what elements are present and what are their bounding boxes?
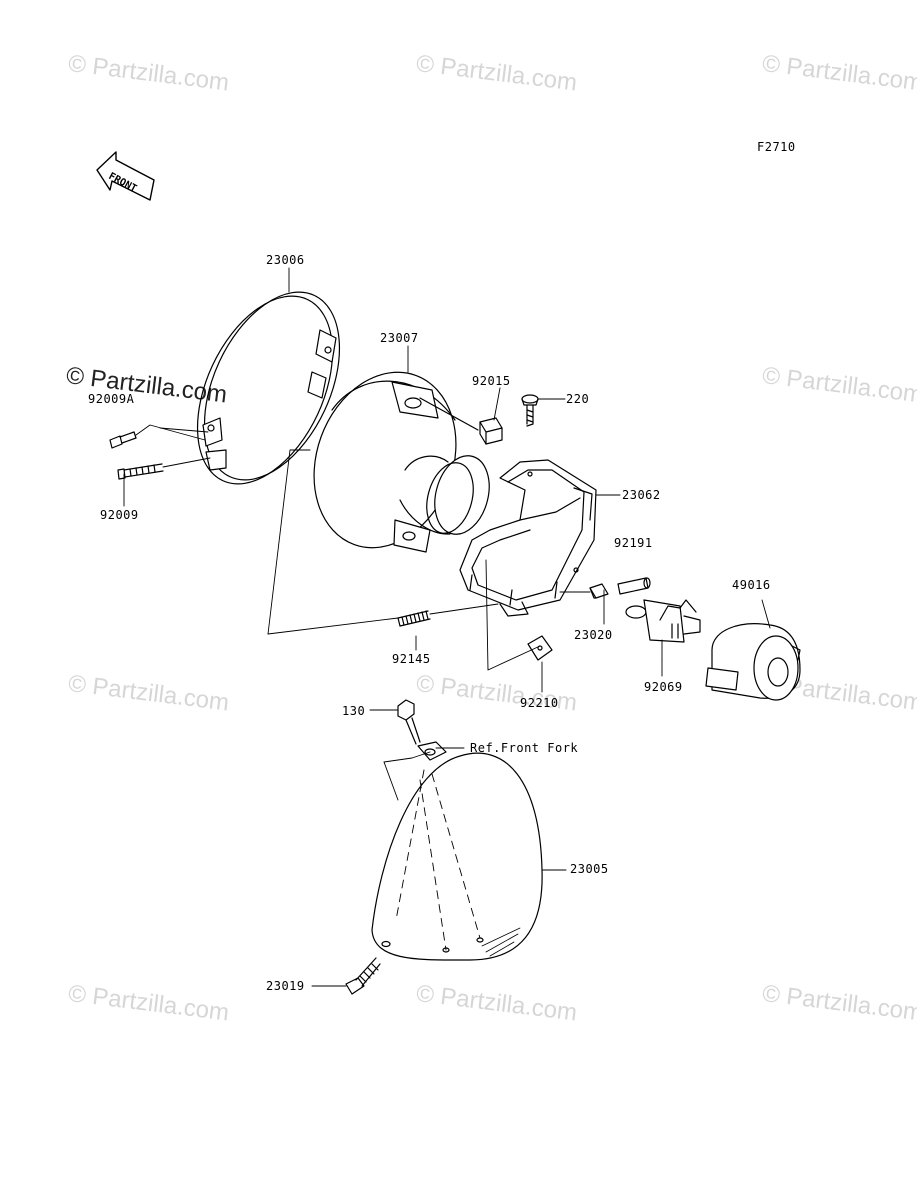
part-23005-shell — [371, 752, 567, 961]
part-label-92210: 92210 — [520, 696, 559, 710]
part-label-92145: 92145 — [392, 652, 431, 666]
front-arrow-icon: FRONT — [96, 151, 155, 201]
part-label-23006: 23006 — [266, 253, 305, 267]
part-92009A-screw — [109, 424, 206, 449]
part-92069-bulb — [625, 599, 701, 661]
dashed-lines — [395, 769, 481, 951]
part-92015-nut — [479, 417, 503, 445]
reference-note: Ref.Front Fork — [470, 741, 579, 755]
part-130-bolt — [397, 699, 447, 761]
part-label-220: 220 — [566, 392, 590, 406]
part-23020-clip — [559, 583, 609, 599]
part-label-49016: 49016 — [732, 578, 771, 592]
part-92009-screw — [117, 457, 211, 480]
part-label-92069: 92069 — [644, 680, 683, 694]
part-label-23005: 23005 — [570, 862, 609, 876]
part-label-92009: 92009 — [100, 508, 139, 522]
part-label-23020: 23020 — [574, 628, 613, 642]
part-label-92009A: 92009A — [88, 392, 135, 406]
part-23006-rim — [196, 291, 341, 485]
part-label-92015: 92015 — [472, 374, 511, 388]
part-label-92191: 92191 — [614, 536, 653, 550]
leader-lines — [123, 267, 663, 801]
part-23019-screw — [311, 957, 381, 995]
part-220-screw — [521, 394, 566, 427]
part-92145-spring — [397, 610, 431, 627]
figure-code: F2710 — [757, 140, 796, 154]
part-label-130: 130 — [342, 704, 366, 718]
part-49016-cap — [705, 599, 801, 701]
part-23062-bracket — [459, 459, 621, 617]
part-92210-plate — [527, 635, 553, 661]
part-label-23019: 23019 — [266, 979, 305, 993]
part-label-23062: 23062 — [622, 488, 661, 502]
part-92191-pin — [617, 577, 651, 595]
part-23007-housing — [313, 371, 490, 553]
part-label-23007: 23007 — [380, 331, 419, 345]
